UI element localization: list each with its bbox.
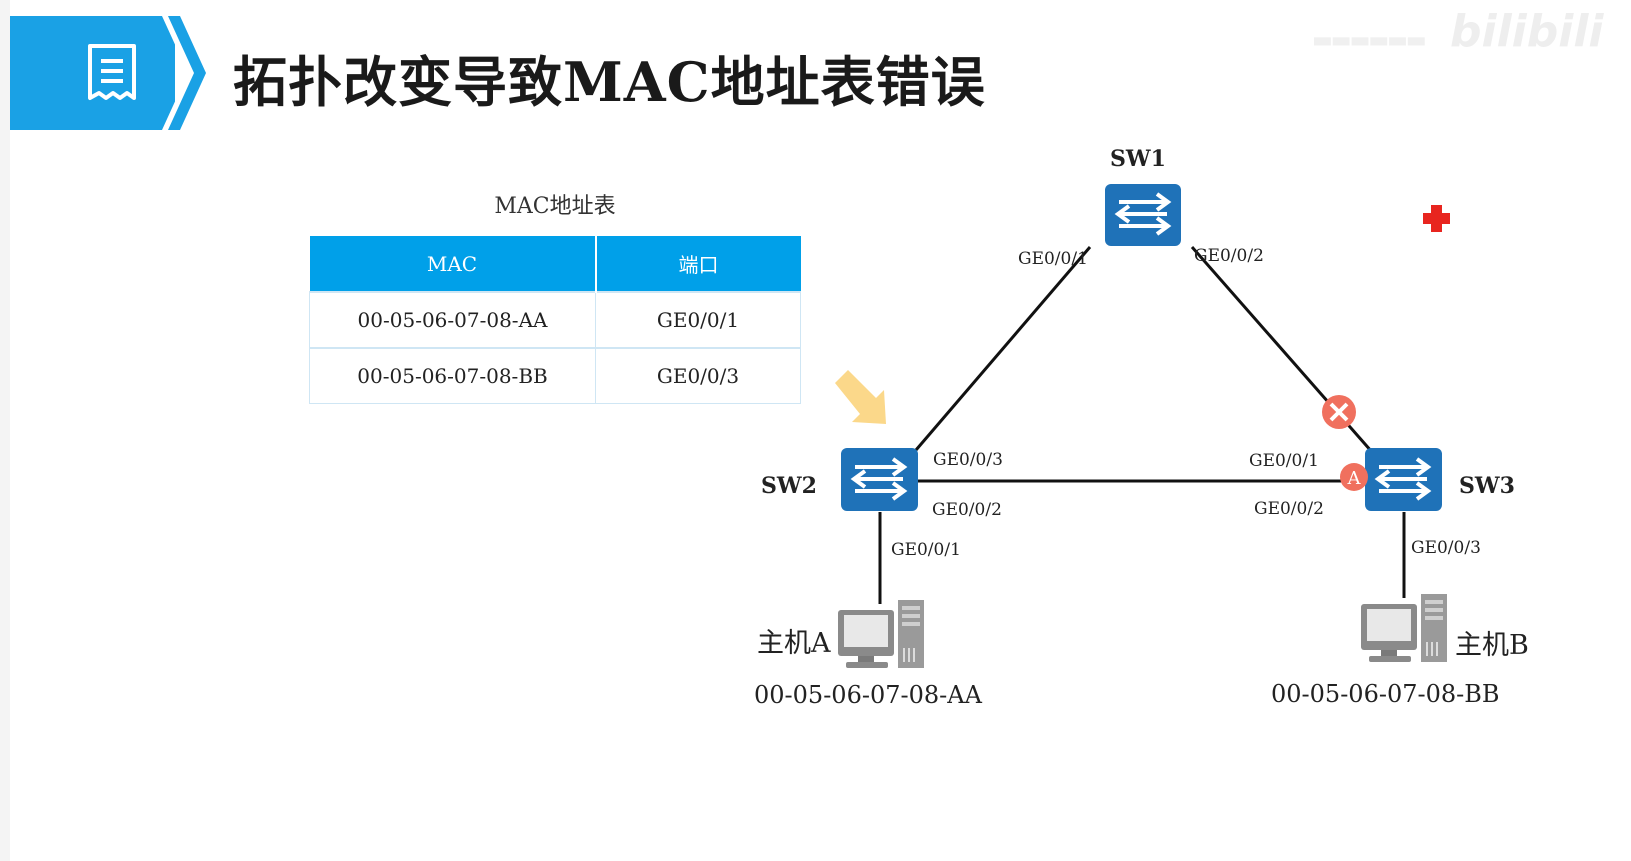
host-a-name: 主机A bbox=[757, 628, 831, 659]
host-a-computer-icon bbox=[837, 599, 925, 669]
port-label: GE0/0/1 bbox=[1018, 249, 1088, 269]
switch-sw2-icon bbox=[841, 448, 918, 511]
cell-mac: 00-05-06-07-08-AA bbox=[309, 291, 596, 349]
banner-chevron-icon bbox=[162, 16, 206, 130]
port-label: GE0/0/2 bbox=[932, 500, 1002, 520]
port-badge-label: A bbox=[1347, 468, 1362, 489]
switch-sw1-icon bbox=[1105, 184, 1181, 246]
port-label: GE0/0/3 bbox=[933, 450, 1003, 470]
sw1-label: SW1 bbox=[1110, 146, 1166, 172]
switch-sw3-icon bbox=[1365, 448, 1442, 511]
watermark-logo: bilibili bbox=[1450, 6, 1604, 57]
table-header-row: MAC 端口 bbox=[309, 236, 801, 292]
arrow-pointer-icon bbox=[835, 370, 886, 424]
port-label: GE0/0/2 bbox=[1194, 246, 1264, 266]
sw2-label: SW2 bbox=[761, 473, 817, 499]
host-b-mac: 00-05-06-07-08-BB bbox=[1271, 680, 1500, 708]
table-row: 00-05-06-07-08-BB GE0/0/3 bbox=[309, 347, 801, 404]
host-b-computer-icon bbox=[1360, 593, 1448, 663]
host-b-name: 主机B bbox=[1455, 630, 1529, 661]
title-banner bbox=[10, 16, 175, 130]
port-badge-icon: A bbox=[1340, 463, 1368, 491]
port-label: GE0/0/1 bbox=[891, 540, 961, 560]
table-caption: MAC地址表 bbox=[494, 194, 616, 219]
slide-left-edge bbox=[0, 0, 10, 861]
host-a-mac: 00-05-06-07-08-AA bbox=[754, 681, 983, 709]
header-mac: MAC bbox=[309, 236, 597, 292]
port-label: GE0/0/2 bbox=[1254, 499, 1324, 519]
page-title: 拓扑改变导致MAC地址表错误 bbox=[233, 50, 986, 114]
mac-address-table: MAC 端口 00-05-06-07-08-AA GE0/0/1 00-05-0… bbox=[309, 236, 801, 404]
cell-mac: 00-05-06-07-08-BB bbox=[309, 347, 596, 404]
watermark-blur: ▬▬▬▬▬▬ bbox=[1312, 28, 1427, 53]
cell-port: GE0/0/3 bbox=[595, 347, 801, 404]
link-sw1-sw2 bbox=[914, 246, 1092, 451]
header-port: 端口 bbox=[595, 236, 801, 292]
document-icon bbox=[88, 44, 136, 100]
port-label: GE0/0/3 bbox=[1411, 538, 1481, 558]
x-circle-icon bbox=[1322, 395, 1356, 429]
red-cross-icon bbox=[1423, 205, 1450, 232]
sw3-label: SW3 bbox=[1459, 473, 1515, 499]
port-label: GE0/0/1 bbox=[1249, 451, 1319, 471]
